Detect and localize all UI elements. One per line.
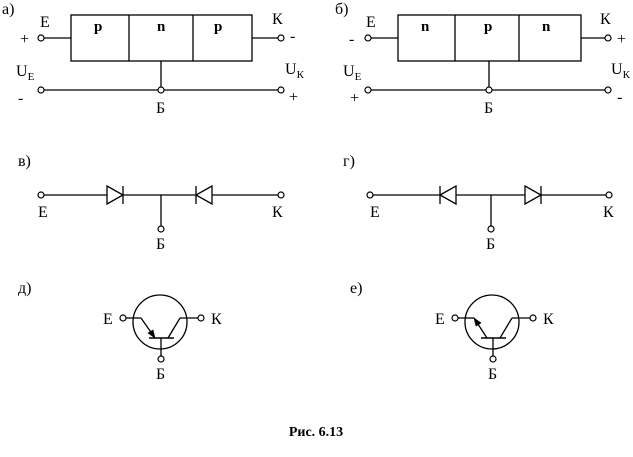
region-p-collector: p [214,19,222,35]
figure-caption: Рис. 6.13 [289,425,343,440]
panel-a-label: а) [2,1,14,18]
collector-terminal [277,34,285,42]
base-terminal [489,355,497,363]
region-p-emitter: p [94,19,102,35]
collector-minus-sign: - [290,28,295,45]
u-k-label: UК [285,61,305,81]
panel-a-pnp-structure: а) Е К + - p n p UЕ UК - + Б [2,1,305,117]
collector-label: К [543,311,554,328]
emitter-terminal [119,314,127,322]
panel-d-label: д) [18,280,31,297]
emitter-label: Е [370,204,380,221]
emitter-terminal [364,34,372,42]
base-terminal [157,225,165,233]
emitter-arrow-icon [473,317,482,327]
base-label: Б [488,366,497,383]
emitter-minus-sign: - [349,31,354,48]
collector-plus-sign: + [617,31,626,48]
base-terminal [485,86,493,94]
emitter-terminal [37,191,45,199]
panel-g-diode-model: г) Е К Б [343,153,614,253]
emitter-terminal [37,34,45,42]
collector-label: К [211,311,222,328]
emitter-junction-diode-icon [438,184,457,206]
emitter-label: Е [38,204,48,221]
emitter-junction-diode-icon [106,184,125,206]
panel-v-diode-model: в) Е К Б [18,153,285,253]
collector-terminal [529,314,537,322]
base-label: Б [156,236,165,253]
collector-junction-diode-icon [194,184,213,206]
panel-d-pnp-symbol: д) Е К Б [18,280,222,383]
region-n-collector: n [542,19,551,35]
panel-g-label: г) [343,153,355,170]
bus-right-plus-sign: + [289,89,298,106]
bus-right-terminal [277,86,285,94]
panel-e-label: е) [350,280,362,297]
collector-terminal [604,34,612,42]
collector-terminal [197,314,205,322]
bus-right-terminal [604,86,612,94]
collector-arm [499,317,513,339]
base-label: Б [156,100,165,117]
bus-left-plus-sign: + [350,90,359,107]
collector-junction-diode-icon [524,184,543,206]
collector-label: К [272,204,283,221]
emitter-label: Е [366,14,376,31]
region-p-base: p [484,19,492,35]
u-e-label: UЕ [343,63,362,83]
transistor-envelope [464,294,520,350]
collector-label: К [600,11,611,28]
base-terminal [487,225,495,233]
emitter-label: Е [103,311,113,328]
collector-label: К [272,11,283,28]
collector-terminal [605,191,613,199]
collector-label: К [603,204,614,221]
bus-left-minus-sign: - [18,90,23,107]
emitter-plus-sign: + [20,31,29,48]
bus-right-minus-sign: - [617,89,622,106]
collector-terminal [277,191,285,199]
panel-v-label: в) [18,153,31,170]
bus-left-terminal [37,86,45,94]
emitter-arrow-icon [147,329,156,339]
base-terminal [157,355,165,363]
emitter-terminal [366,191,374,199]
base-label: Б [484,100,493,117]
base-terminal [157,86,165,94]
transistor-envelope [132,294,188,350]
base-label: Б [156,366,165,383]
panel-b-npn-structure: б) Е К - + n p n UЕ UК + - Б [335,1,631,117]
emitter-terminal [451,314,459,322]
panel-e-npn-symbol: е) Е К Б [350,280,554,383]
emitter-label: Е [40,14,50,31]
u-k-label: UК [611,61,631,81]
bus-left-terminal [364,86,372,94]
region-n-base: n [157,19,166,35]
collector-arm [167,317,181,339]
emitter-label: Е [435,311,445,328]
u-e-label: UЕ [16,63,35,83]
base-label: Б [486,236,495,253]
panel-b-label: б) [335,1,348,18]
region-n-emitter: n [421,19,430,35]
